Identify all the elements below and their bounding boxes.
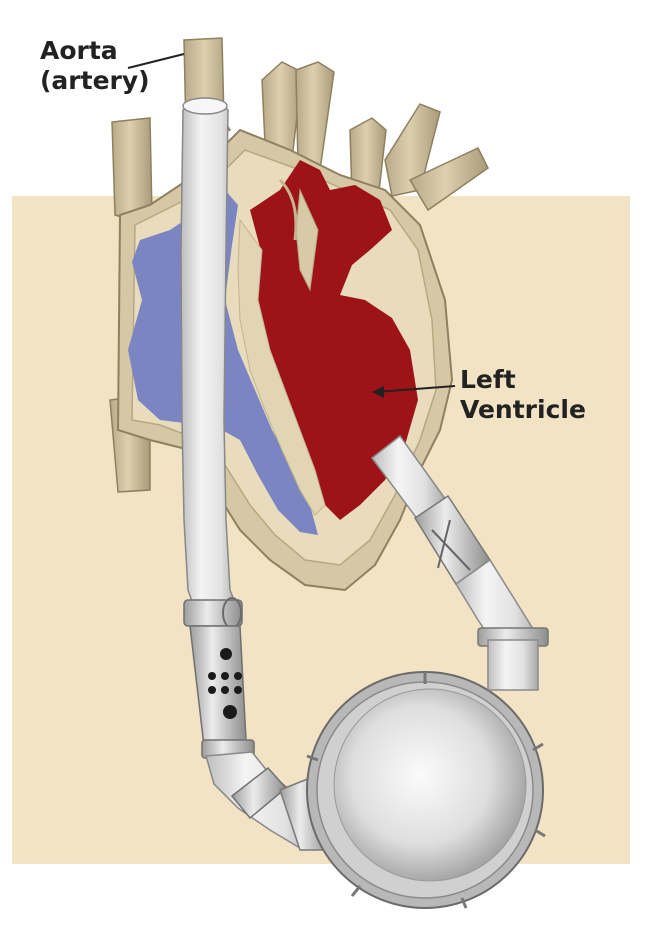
- connector-hole: [208, 672, 216, 680]
- vena-cava-vessel: [112, 118, 152, 220]
- aorta-label-line1: Aorta: [40, 36, 150, 66]
- connector-hole: [223, 705, 237, 719]
- ventricle-label-line2: Ventricle: [460, 395, 586, 425]
- aorta-label-line2: (artery): [40, 66, 150, 96]
- aorta-label: Aorta (artery): [40, 36, 150, 96]
- pump-housing-face: [334, 689, 526, 881]
- ventricle-label-line1: Left: [460, 365, 586, 395]
- left-ventricle-label: Left Ventricle: [460, 365, 586, 425]
- pump-inlet-port: [488, 640, 538, 690]
- connector-hole: [208, 686, 216, 694]
- connector-hole: [221, 672, 229, 680]
- connector-hole: [234, 686, 242, 694]
- connector-hole: [221, 686, 229, 694]
- aortic-branch-2: [296, 62, 334, 170]
- connector-hole: [234, 672, 242, 680]
- outflow-graft-opening: [183, 98, 227, 114]
- graft-connector-ring-top: [184, 600, 242, 626]
- connector-hole: [220, 648, 232, 660]
- rim-notch: [352, 886, 360, 896]
